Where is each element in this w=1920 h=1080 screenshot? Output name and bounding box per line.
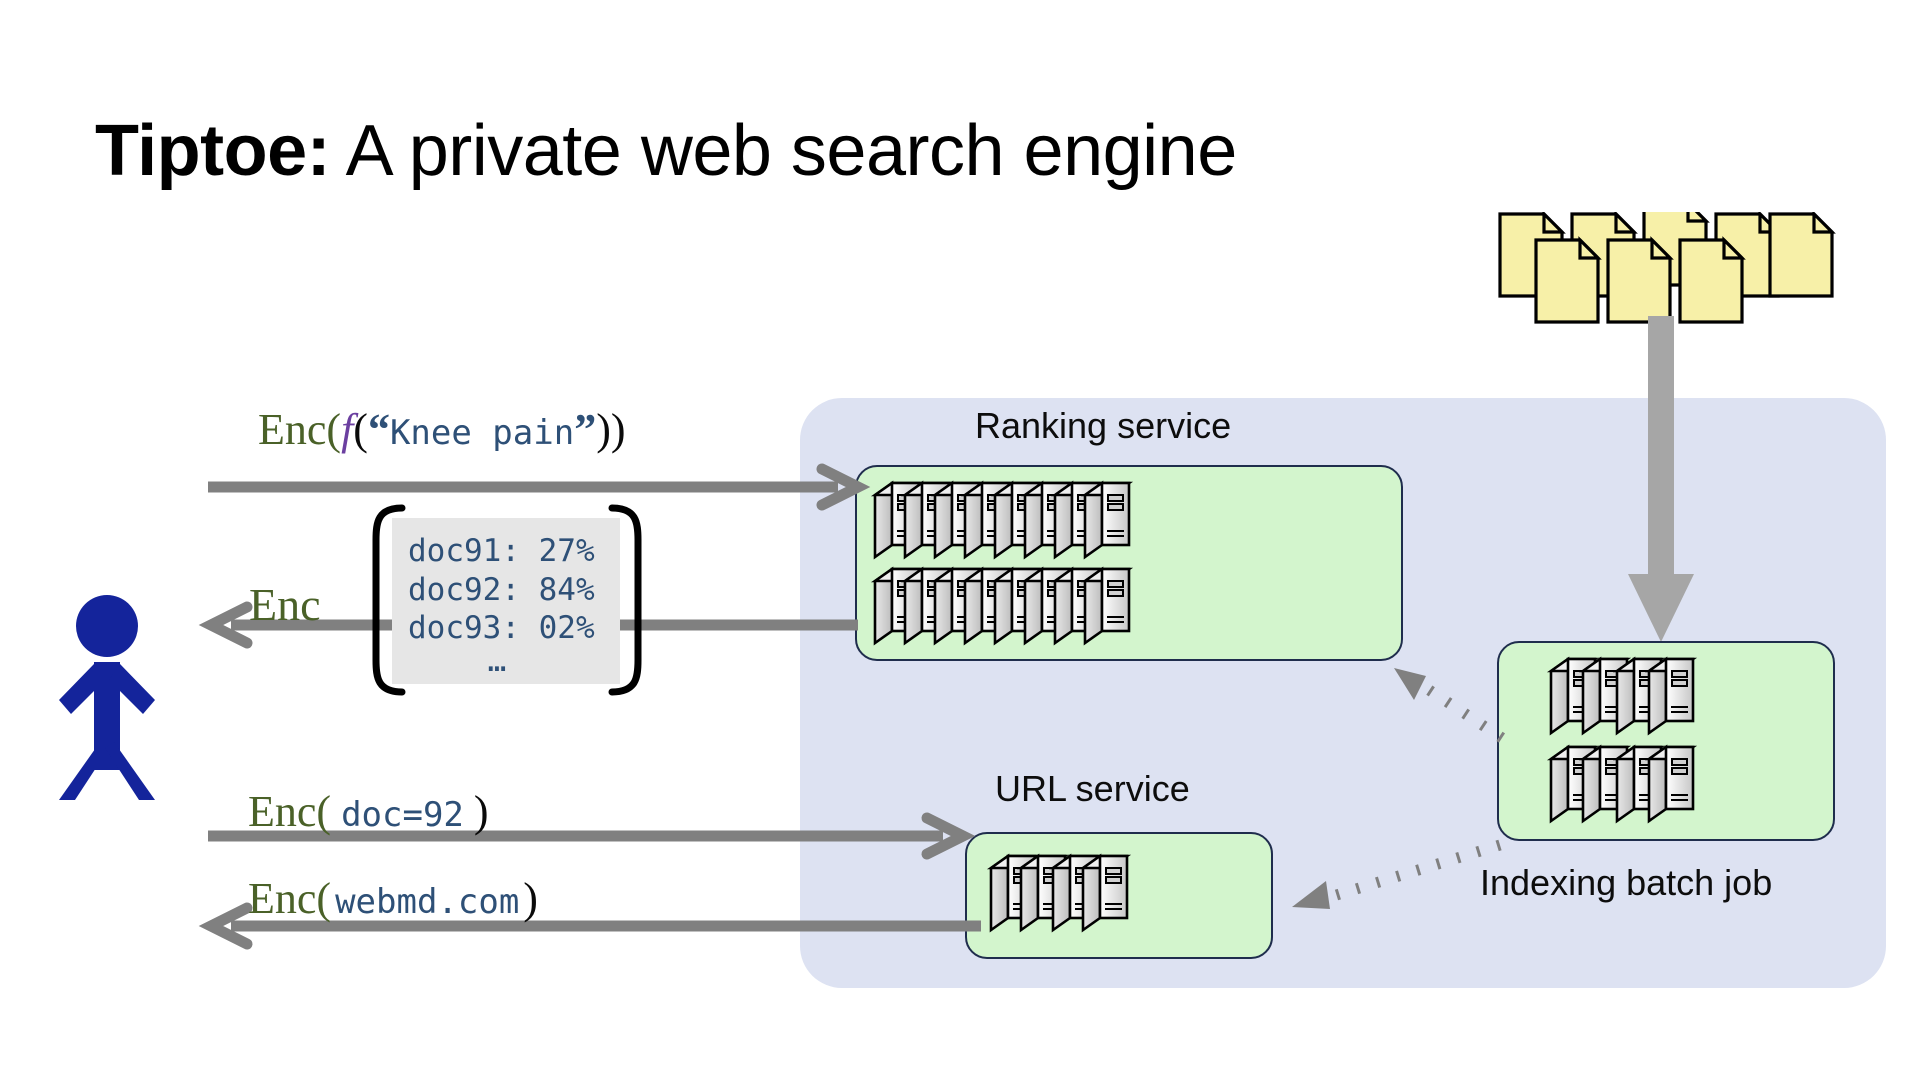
- result-ellipsis: …: [487, 642, 507, 679]
- url-service-label: URL service: [995, 768, 1190, 809]
- query-quote-open: “: [367, 405, 390, 454]
- ranking-servers: [873, 481, 1131, 645]
- doc-request-arrow: [208, 812, 976, 860]
- query-close-parens: )): [596, 405, 626, 454]
- ingest-arrow: [1628, 316, 1694, 642]
- query-open-paren: (: [353, 405, 368, 454]
- indexing-batch-job-box: [1497, 641, 1835, 841]
- documents-icon: [1498, 201, 1834, 324]
- documents-cluster: [1498, 201, 1838, 324]
- query-quote-close: ”: [574, 405, 597, 454]
- url-servers: [989, 854, 1129, 932]
- ranked-results-group: doc91: 27% doc92: 84% doc93: 02% …: [362, 500, 652, 700]
- url-response-value: webmd.com: [335, 882, 520, 922]
- query-value: Knee pain: [389, 413, 575, 453]
- title-rest: A private web search engine: [330, 111, 1238, 191]
- ranking-service-label: Ranking service: [975, 405, 1232, 446]
- url-response-close: ): [523, 874, 538, 923]
- query-enc: Enc(: [258, 405, 342, 454]
- result-row: doc93: 02%: [408, 610, 595, 647]
- url-response-arrow: [198, 902, 981, 950]
- result-row: doc92: 84%: [408, 571, 595, 608]
- indexing-servers: [1549, 657, 1695, 823]
- url-response-label: Enc(webmd.com): [248, 877, 538, 921]
- user-avatar: [55, 592, 175, 807]
- ranking-service-box: [855, 465, 1403, 661]
- page-title: Tiptoe: A private web search engine: [95, 110, 1237, 192]
- url-service-box: [965, 832, 1273, 959]
- ranked-results-box: doc91: 27% doc92: 84% doc93: 02% …: [392, 518, 620, 684]
- doc-request-enc: Enc(: [248, 787, 332, 836]
- results-brackets: [372, 504, 642, 696]
- title-bold: Tiptoe:: [95, 111, 331, 191]
- result-row: doc91: 27%: [408, 533, 595, 570]
- doc-request-close: ): [473, 787, 489, 836]
- query-function: f: [341, 405, 354, 454]
- url-response-enc: Enc(: [248, 874, 332, 923]
- person-icon: [59, 595, 155, 800]
- doc-request-value: doc=92: [341, 795, 464, 835]
- query-arrow: [208, 463, 871, 511]
- response-enc-label: Enc: [249, 579, 321, 630]
- index-to-url-arrow: [1292, 839, 1502, 909]
- doc-request-label: Enc(doc=92): [248, 790, 489, 834]
- query-message-label: Enc(f(“Knee pain”)): [258, 408, 626, 452]
- indexing-batch-job-label: Indexing batch job: [1480, 862, 1773, 903]
- index-to-ranking-arrow: [1394, 668, 1506, 743]
